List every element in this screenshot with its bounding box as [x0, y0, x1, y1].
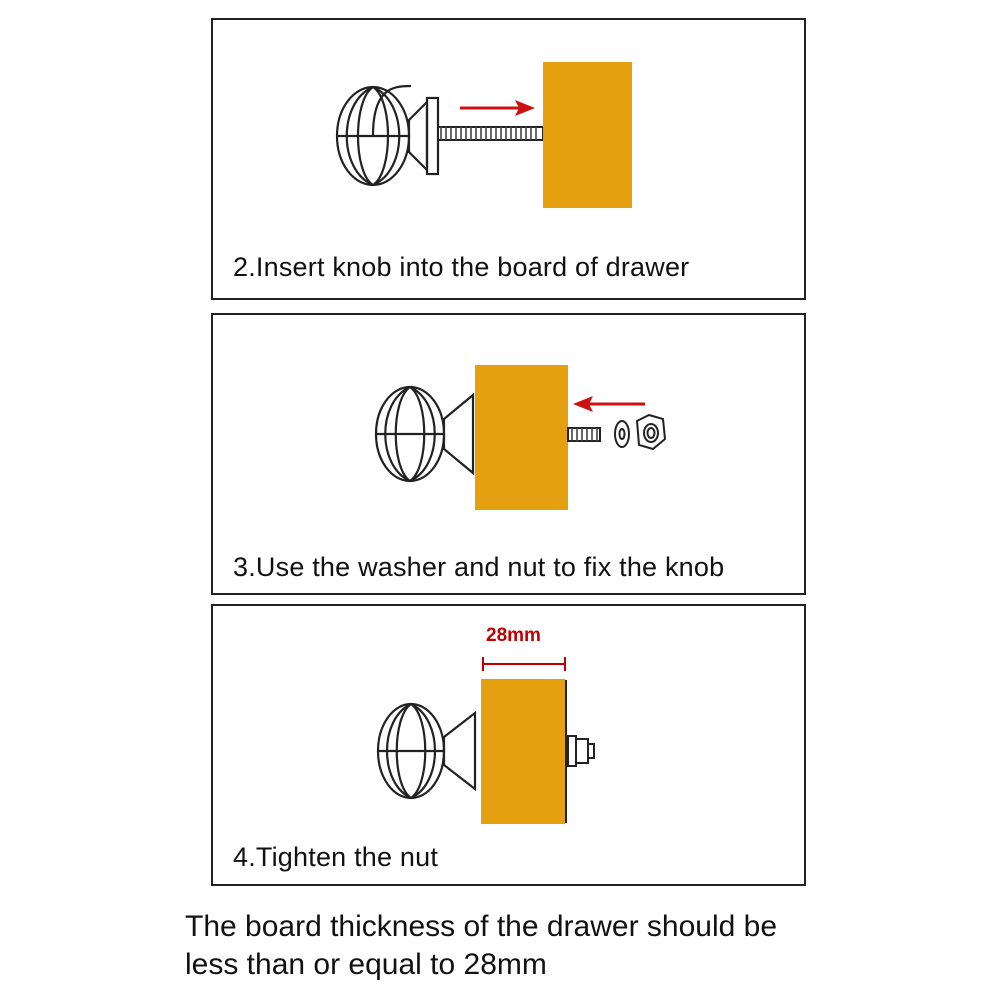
drawer-board	[481, 679, 565, 824]
step-2-illustration	[335, 62, 632, 208]
step-4-caption: 4.Tighten the nut	[233, 842, 439, 872]
nut-icon	[635, 413, 667, 451]
step-3-illustration	[374, 365, 667, 510]
arrow-icon	[460, 100, 535, 116]
step-2-caption: 2.Insert knob into the board of drawer	[233, 252, 690, 282]
thickness-note-line-1: The board thickness of the drawer should…	[185, 910, 778, 943]
dimension-line	[482, 657, 566, 671]
washer-icon	[614, 420, 630, 448]
step-4-illustration: 28mm	[376, 625, 595, 824]
dimension-label: 28mm	[486, 625, 541, 646]
nut-icon	[567, 735, 595, 767]
knob-icon	[376, 702, 477, 800]
step-4-panel: 28mm 4.Tighten the nut	[211, 604, 806, 886]
knob-icon	[374, 385, 475, 483]
arrow-icon	[573, 396, 645, 412]
knob-icon	[335, 84, 440, 187]
drawer-board	[475, 365, 568, 510]
thickness-note: The board thickness of the drawer should…	[185, 908, 905, 984]
step-2-panel: 2.Insert knob into the board of drawer	[211, 18, 806, 300]
screw-icon	[437, 126, 544, 141]
step-3-panel: 3.Use the washer and nut to fix the knob	[211, 313, 806, 595]
screw-icon	[567, 427, 601, 442]
drawer-board	[543, 62, 632, 208]
thickness-note-line-2: less than or equal to 28mm	[185, 948, 547, 981]
step-3-caption: 3.Use the washer and nut to fix the knob	[233, 552, 725, 582]
